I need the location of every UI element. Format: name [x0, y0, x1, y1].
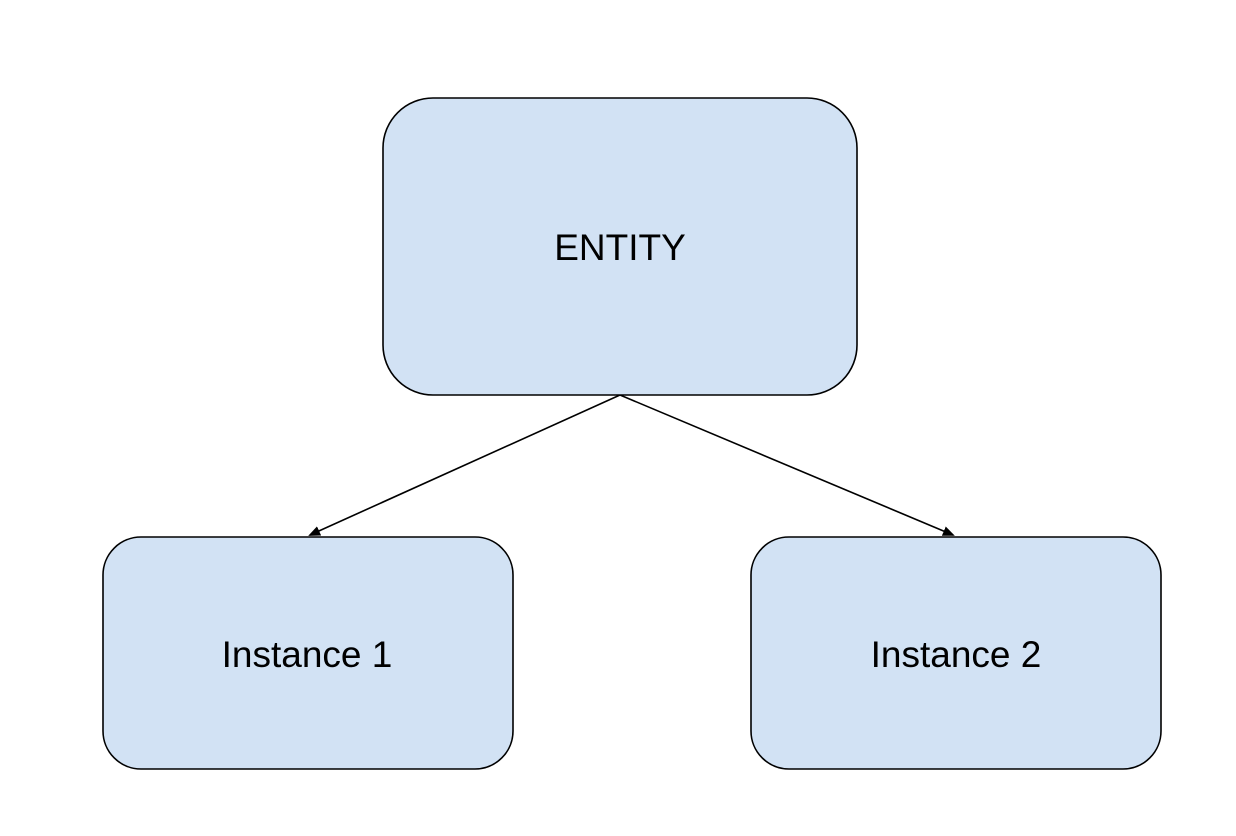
entity-node: ENTITY — [382, 97, 858, 396]
edge-entity-to-instance-1 — [308, 394, 621, 536]
entity-node-label: ENTITY — [554, 227, 686, 268]
instance-2-node-label: Instance 2 — [871, 634, 1042, 675]
entity-node-box — [382, 97, 858, 396]
instance-1-node-box — [102, 536, 514, 770]
edge-entity-to-instance-2 — [619, 394, 955, 536]
instance-2-node: Instance 2 — [750, 536, 1162, 770]
instance-2-node-box — [750, 536, 1162, 770]
instance-1-node-label: Instance 1 — [222, 634, 393, 675]
instance-1-node: Instance 1 — [102, 536, 514, 770]
